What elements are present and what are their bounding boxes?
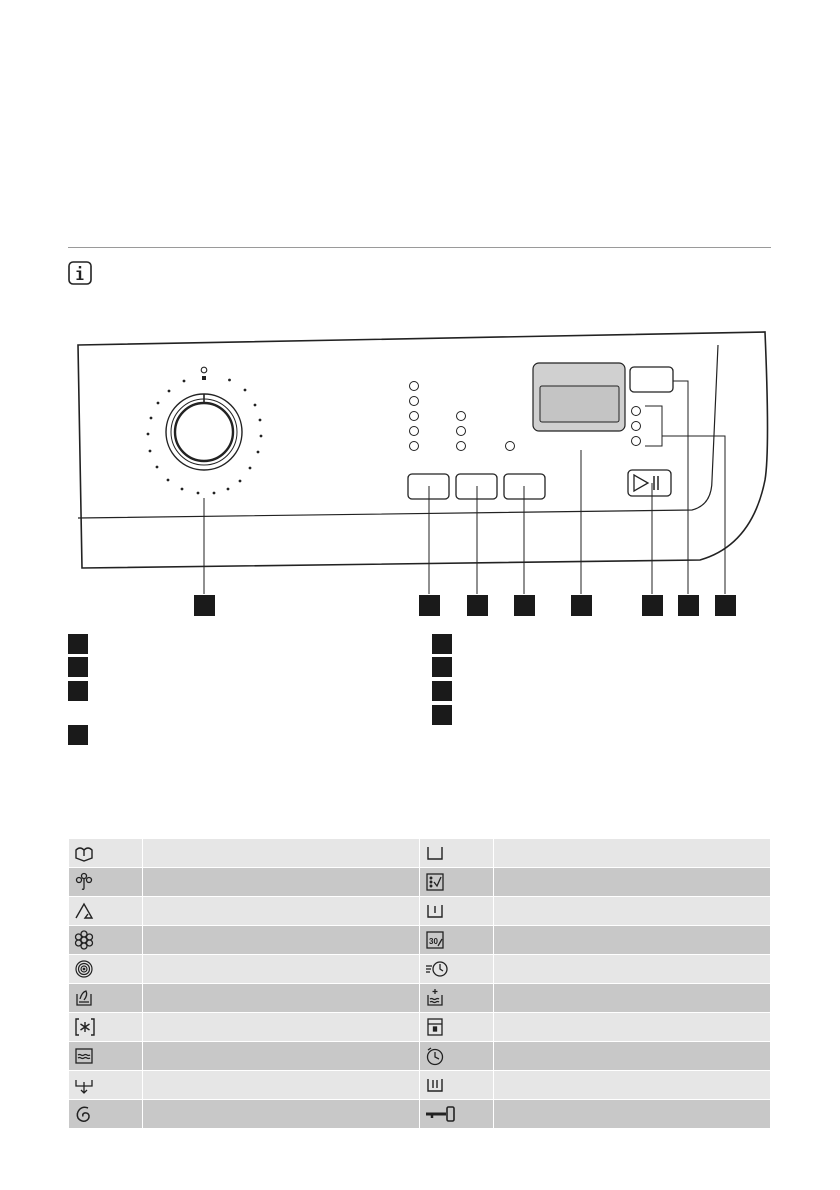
spin-icon [68,1099,143,1129]
extra-rinse-icon [418,983,494,1013]
table-row [68,1012,772,1042]
info-icon [68,261,92,285]
cotton-icon [68,838,143,868]
door-lock-icon [418,1012,494,1042]
table-row: 30 [68,925,772,955]
tub-mark-icon [418,896,494,926]
table-row [68,1099,772,1129]
callout-5 [571,595,592,616]
synthetics-icon [68,867,143,897]
callout-2 [419,595,440,616]
display [532,362,626,432]
delay-clock-icon [418,1041,494,1071]
legend-marker-4 [68,725,88,745]
legend-marker-5 [432,634,452,654]
hand-wash-icon [68,983,143,1013]
knob-position-dots [146,378,263,495]
rinse-icon [68,1041,143,1071]
symbol-table: 30 [68,838,772,1129]
table-row [68,838,772,868]
indicator-leds [409,381,641,451]
legend-marker-2 [68,657,88,677]
table-row [68,896,772,926]
table-row [68,867,772,897]
legend-marker-1 [68,634,88,654]
start-pause-button [627,469,672,497]
checklist-icon [418,867,494,897]
table-row [68,1041,772,1071]
callout-6 [642,595,663,616]
program-knob [165,366,243,471]
tub-icon [418,838,494,868]
svg-text:30: 30 [429,937,438,946]
tub-bars-icon [418,1070,494,1100]
callout-7 [678,595,699,616]
legend-marker-7 [432,681,452,701]
callout-8 [715,595,736,616]
delay-button [629,366,674,393]
callout-4 [514,595,535,616]
table-row [68,954,772,984]
callout-1 [194,595,215,616]
section-divider [68,247,771,248]
legend-marker-6 [432,657,452,677]
30-min-icon: 30 [418,925,494,955]
quick-clock-icon [418,954,494,984]
key-lock-icon [418,1099,494,1129]
fingerprint-icon [68,954,143,984]
legend-marker-3 [68,681,88,701]
legend-marker-8 [432,705,452,725]
starch-icon [68,1012,143,1042]
delicates-icon [68,896,143,926]
drain-icon [68,1070,143,1100]
callout-3 [467,595,488,616]
table-row [68,983,772,1013]
table-row [68,1070,772,1100]
wool-icon [68,925,143,955]
control-panel-diagram [77,331,769,616]
